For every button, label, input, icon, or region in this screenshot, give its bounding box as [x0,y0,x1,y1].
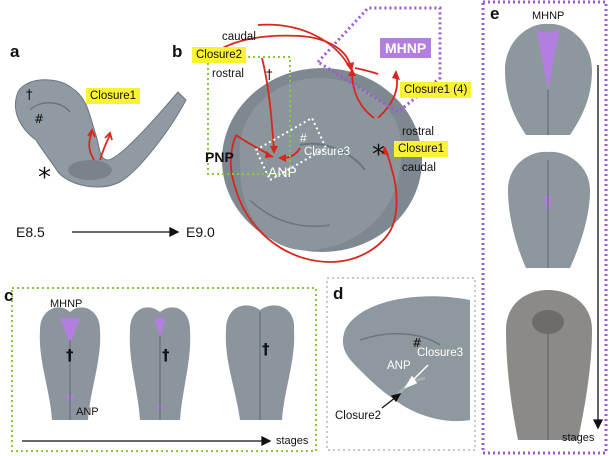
closure1-4-label: Closure1 (4) [400,82,472,98]
green-box-b [207,56,291,175]
panel-c-border [11,287,317,452]
dagger-b: † [266,68,273,83]
dagger-c-1: † [66,346,74,364]
mhnp-label-c: MHNP [50,298,83,310]
embryo-d [342,296,470,422]
panel-e-border [481,0,608,455]
embryo-c-3 [225,305,295,420]
stage-e85: E8.5 [16,224,45,240]
hash-a: # [34,112,45,126]
timeline-arrow [72,226,180,238]
anp-label-b: ANP [268,164,297,180]
closure1-label-a: Closure1 [86,88,141,104]
mhnp-box-b [315,6,442,114]
closure3-arrow-d [404,364,429,389]
embryo-b [222,68,422,252]
stages-arrow-e [592,65,604,430]
embryo-e-3 [506,290,592,440]
embryo-c-1 [39,307,101,420]
closure1-label-b: Closure1 [394,141,449,157]
dagger-c-2: † [162,346,170,364]
closure-arrows-b [205,23,400,263]
caudal-top-label: caudal [222,31,256,43]
closure3-label-b: Closure3 [304,146,351,158]
stages-label-c: stages [276,435,309,447]
embryo-e-2 [508,151,590,268]
caudal-right-label: caudal [402,162,436,174]
stages-label-e: stages [562,432,595,444]
stages-arrow-c [22,435,272,447]
panel-label-b: b [172,42,183,61]
mhnp-label-b: MHNP [380,38,432,58]
closure3-arrows-b [278,147,301,162]
embryo-c-2 [129,307,191,420]
closure2-label-b: Closure2 [192,47,247,63]
closure1-arrows-a [87,128,113,161]
closure3-label-d: Closure3 [417,347,464,359]
embryo-a [14,79,187,188]
dagger-a: † [26,88,33,103]
rostral-top-label: rostral [212,68,244,80]
panel-label-a: a [10,42,20,61]
rostral-right-label: rostral [402,126,434,138]
embryo-e-1 [505,23,592,135]
dagger-c-3: † [262,340,270,358]
asterisk-b: * [372,140,385,170]
panel-label-c: c [4,286,14,305]
panel-label-d: d [333,284,344,303]
closure2-arrow-d [381,392,402,409]
stage-e90: E9.0 [186,224,215,240]
hash-d: # [412,336,423,350]
anp-label-d: ANP [387,360,411,372]
mhnp-label-e: MHNP [532,10,565,22]
asterisk-a: * [38,163,51,193]
anp-label-c: ANP [76,406,99,418]
hash-b: # [300,131,307,145]
panel-label-e: e [490,4,500,23]
closure2-label-d: Closure2 [335,410,382,422]
pnp-label: PNP [205,149,234,165]
